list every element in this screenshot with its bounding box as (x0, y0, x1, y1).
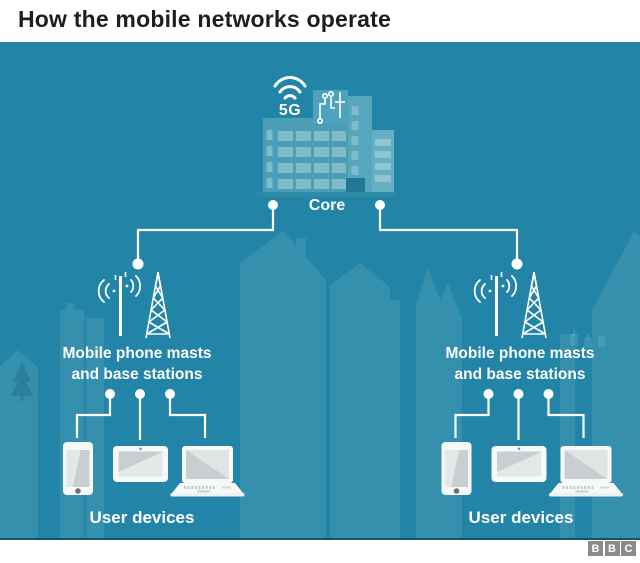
small-trees (570, 330, 605, 348)
right-mast-node (511, 258, 523, 270)
core-node-right (375, 200, 385, 210)
right-mast-label-line1: Mobile phone masts (445, 345, 595, 362)
bbc-logo-letter: C (621, 541, 636, 556)
circuit-chip-icon (313, 90, 348, 125)
diagram-stage: 5G Core Mobile phone masts and base stat… (0, 42, 640, 540)
right-user-devices-label: User devices (468, 508, 574, 527)
left-mast-icon (97, 270, 172, 340)
pine-trees (11, 362, 33, 401)
title-bar: How the mobile networks operate (0, 0, 640, 42)
bbc-logo-letter: B (604, 541, 620, 556)
diagram-art (0, 76, 640, 538)
page-title: How the mobile networks operate (18, 6, 391, 32)
left-mast-label-line2: and base stations (71, 366, 203, 383)
bbc-logo: B B C (588, 541, 636, 556)
left-mast-node (132, 258, 144, 270)
bbc-logo-letter: B (588, 541, 603, 556)
left-user-devices-label: User devices (89, 508, 195, 527)
5g-badge: 5G (278, 102, 302, 119)
left-mast-label-line1: Mobile phone masts (62, 345, 212, 362)
right-mast-icon (473, 270, 548, 340)
core-label: Core (308, 197, 346, 214)
core-connectors (136, 205, 519, 264)
wifi-5g-icon (273, 76, 307, 100)
city-skyline-silhouette (0, 231, 640, 538)
core-node-left (268, 200, 278, 210)
footer-bar: B B C (0, 540, 640, 563)
right-mast-label-line2: and base stations (454, 366, 586, 383)
core-building-icon (257, 76, 395, 197)
